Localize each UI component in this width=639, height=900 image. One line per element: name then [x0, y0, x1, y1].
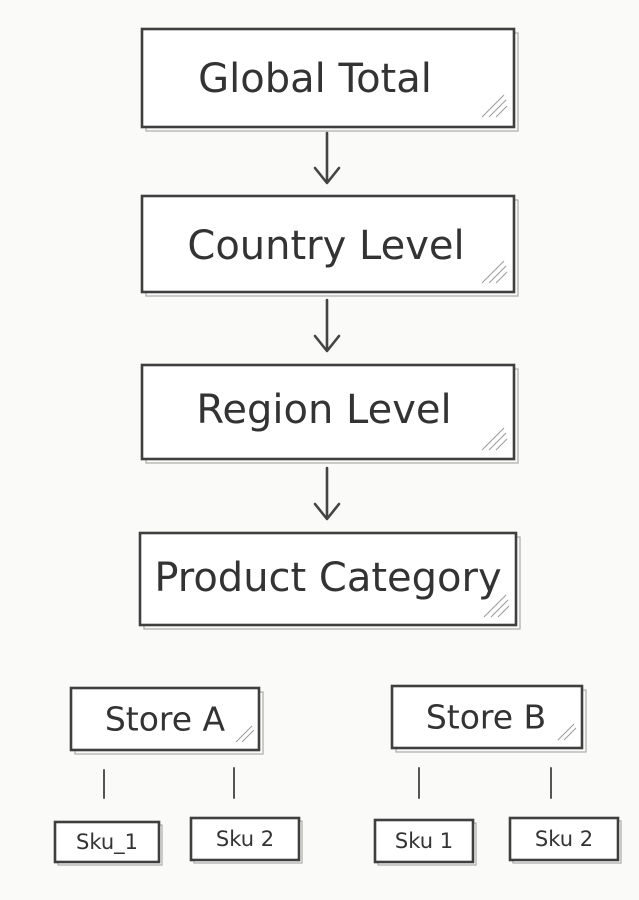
level-label-region-level: Region Level — [196, 387, 451, 433]
sku-label: Sku 2 — [216, 827, 274, 851]
box-hatch — [481, 260, 508, 284]
sku-box: Sku_1 — [53, 820, 163, 866]
arrow-down-icon — [313, 298, 341, 353]
sku-label: Sku 2 — [535, 827, 593, 851]
box-hatch — [483, 594, 510, 618]
sku-box: Sku 2 — [189, 816, 303, 864]
sku-box: Sku 1 — [373, 818, 477, 866]
box-hatch — [481, 427, 508, 451]
level-box-global-total: Global Total — [140, 27, 519, 132]
level-label-product-category: Product Category — [154, 555, 501, 601]
store-box-store-b: Store B — [390, 684, 587, 753]
level-label-country-level: Country Level — [187, 223, 464, 269]
store-label-store-a: Store A — [105, 700, 226, 739]
store-box-store-a: Store A — [69, 686, 264, 755]
sku-label: Sku_1 — [76, 830, 138, 855]
level-box-product-category: Product Category — [138, 531, 521, 630]
level-box-region-level: Region Level — [140, 363, 519, 464]
box-hatch — [481, 94, 508, 118]
arrow-down-icon — [313, 131, 341, 185]
store-label-store-b: Store B — [426, 698, 546, 737]
level-label-global-total: Global Total — [198, 56, 432, 102]
level-box-country-level: Country Level — [140, 194, 519, 297]
sku-label: Sku 1 — [395, 829, 453, 853]
sku-box: Sku 2 — [508, 816, 622, 864]
box-hatch — [235, 725, 255, 743]
arrow-down-icon — [313, 466, 341, 521]
box-hatch — [557, 723, 577, 741]
